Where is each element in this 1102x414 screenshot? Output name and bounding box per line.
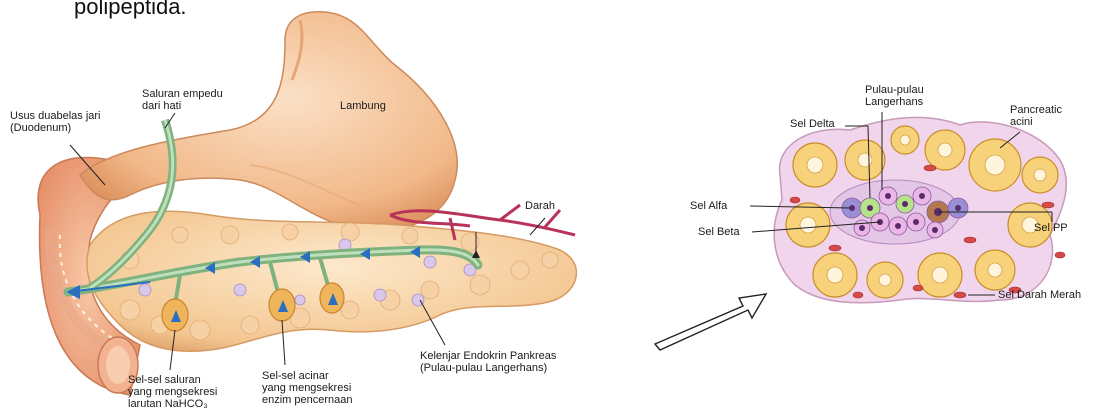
islet-tissue (774, 117, 1066, 302)
label-red-blood-cell: Sel Darah Merah (998, 289, 1081, 301)
label-stomach: Lambung (340, 100, 386, 112)
label-islets: Pulau-pulau Langerhans (865, 84, 924, 108)
label-pp-cell: Sel PP (1034, 222, 1068, 234)
label-duodenum: Usus duabelas jari (Duodenum) (10, 110, 101, 134)
stomach-shape (80, 12, 457, 231)
label-endocrine-gland: Kelenjar Endokrin Pankreas (Pulau-pulau … (420, 350, 556, 374)
label-acini: Pancreatic acini (1010, 104, 1062, 128)
label-bile-duct: Saluran empedu dari hati (142, 88, 223, 112)
label-blood: Darah (525, 200, 555, 212)
pancreas-body (87, 211, 577, 351)
label-delta-cell: Sel Delta (790, 118, 835, 130)
label-duct-cells: Sel-sel saluran yang mengsekresi larutan… (128, 374, 217, 410)
label-acinar-cells: Sel-sel acinar yang mengsekresi enzim pe… (262, 370, 353, 406)
zoom-arrow (655, 294, 766, 350)
label-beta-cell: Sel Beta (698, 226, 740, 238)
label-alpha-cell: Sel Alfa (690, 200, 727, 212)
